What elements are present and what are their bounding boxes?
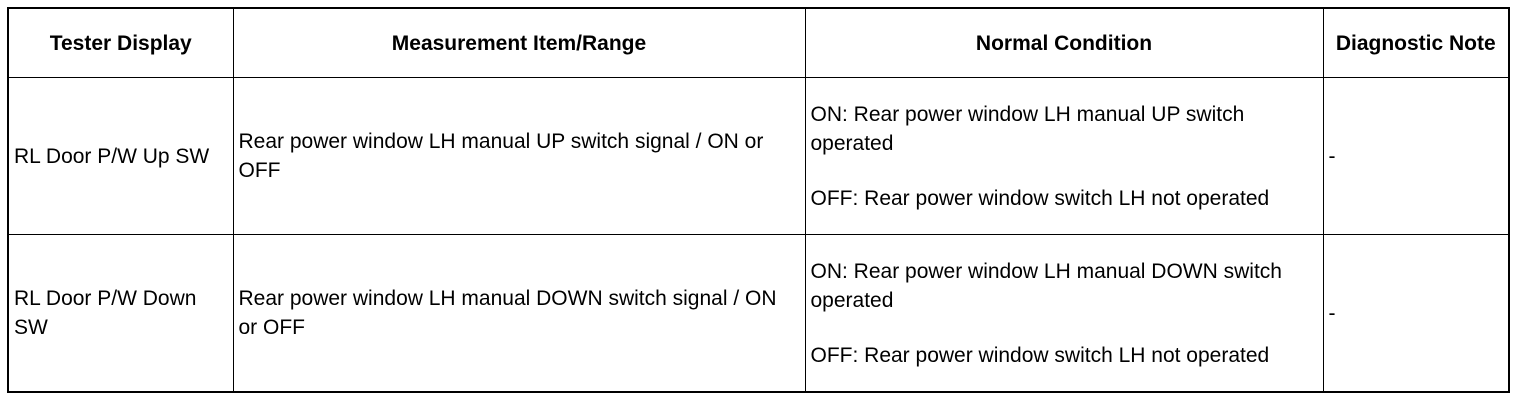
- cell-measurement: Rear power window LH manual UP switch si…: [232, 77, 806, 235]
- cell-diagnostic-note: -: [1322, 77, 1510, 235]
- header-measurement-item: Measurement Item/Range: [232, 7, 806, 78]
- cell-diagnostic-note: -: [1322, 234, 1510, 393]
- condition-on: ON: Rear power window LH manual UP switc…: [810, 102, 1245, 155]
- specification-table: Tester Display Measurement Item/Range No…: [7, 7, 1510, 393]
- table-header-row: Tester Display Measurement Item/Range No…: [7, 7, 1510, 78]
- condition-on: ON: Rear power window LH manual DOWN swi…: [810, 259, 1282, 312]
- condition-off: OFF: Rear power window switch LH not ope…: [810, 186, 1270, 210]
- cell-normal-condition: ON: Rear power window LH manual UP switc…: [804, 77, 1324, 235]
- table-row: RL Door P/W Down SW Rear power window LH…: [7, 234, 1510, 393]
- condition-off: OFF: Rear power window switch LH not ope…: [810, 343, 1270, 367]
- header-diagnostic-note: Diagnostic Note: [1322, 7, 1510, 78]
- header-tester-display: Tester Display: [7, 7, 234, 78]
- cell-normal-condition: ON: Rear power window LH manual DOWN swi…: [804, 234, 1324, 393]
- header-normal-condition: Normal Condition: [804, 7, 1324, 78]
- table-row: RL Door P/W Up SW Rear power window LH m…: [7, 77, 1510, 235]
- cell-tester-display: RL Door P/W Down SW: [7, 234, 234, 393]
- cell-tester-display: RL Door P/W Up SW: [7, 77, 234, 235]
- cell-measurement: Rear power window LH manual DOWN switch …: [232, 234, 806, 393]
